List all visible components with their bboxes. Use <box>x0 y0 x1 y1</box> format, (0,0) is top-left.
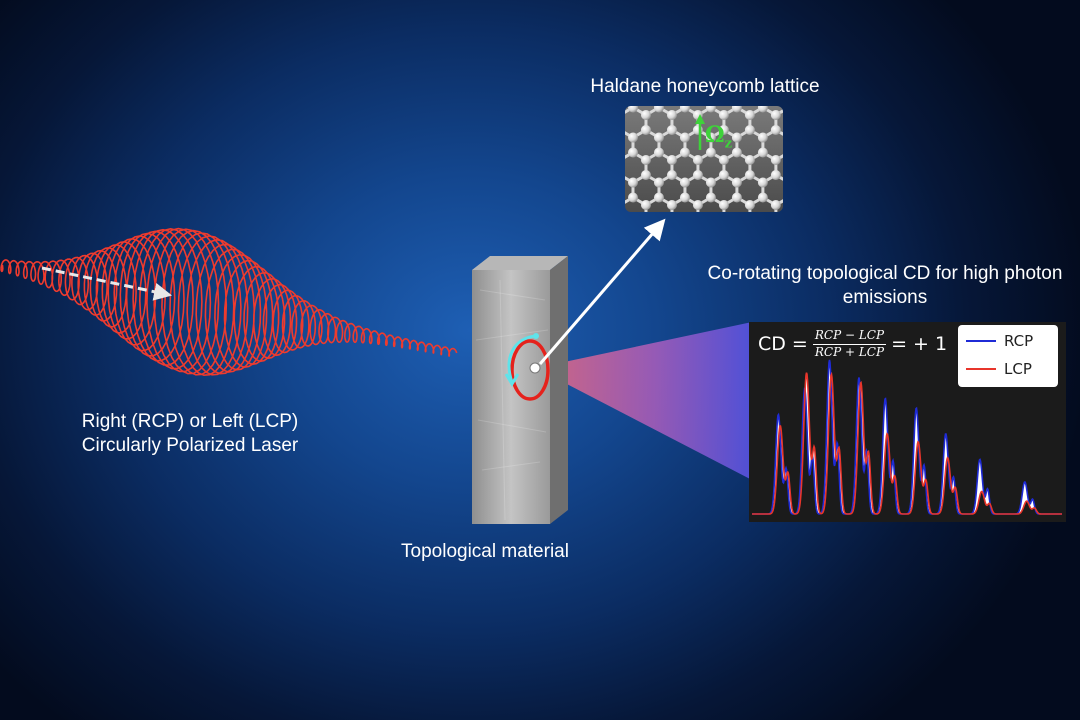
laser-pulse <box>0 227 458 377</box>
legend-label-rcp: RCP <box>1004 332 1034 350</box>
formula-lhs: CD = <box>758 333 808 355</box>
zoom-arrow <box>538 218 666 365</box>
legend-item-lcp: LCP <box>966 360 1032 378</box>
legend-swatch-rcp <box>966 340 996 342</box>
laser-label: Right (RCP) or Left (LCP) Circularly Pol… <box>30 410 350 458</box>
legend-label-lcp: LCP <box>1004 360 1032 378</box>
topological-material-slab <box>472 256 568 524</box>
emission-beam <box>536 322 752 480</box>
laser-label-line1: Right (RCP) or Left (LCP) <box>81 411 299 432</box>
cd-formula: CD = RCP − LCP RCP + LCP = + 1 <box>758 324 947 364</box>
laser-label-line2: Circularly Polarized Laser <box>81 434 299 456</box>
formula-numerator: RCP − LCP <box>812 328 887 345</box>
material-label: Topological material <box>401 541 569 562</box>
cd-spectrum-panel <box>749 322 1066 522</box>
legend-swatch-lcp <box>966 368 996 370</box>
laser-direction-arrow <box>41 266 173 301</box>
legend: RCP LCP <box>958 325 1058 387</box>
series-lcp-line <box>752 371 1062 515</box>
rotation-spot <box>504 333 550 401</box>
laser-spiral <box>0 227 458 377</box>
honeycomb-lattice-panel <box>625 106 783 212</box>
omega-label: Ωz <box>705 122 732 152</box>
legend-item-rcp: RCP <box>966 332 1033 350</box>
lattice-title: Haldane honeycomb lattice <box>590 76 820 97</box>
formula-fraction: RCP − LCP RCP + LCP <box>812 328 887 360</box>
formula-denominator: RCP + LCP <box>814 344 885 359</box>
omega-arrow-head <box>695 114 705 124</box>
formula-rhs: = + 1 <box>891 333 948 355</box>
cd-title: Co-rotating topological CD for high phot… <box>707 263 1063 308</box>
